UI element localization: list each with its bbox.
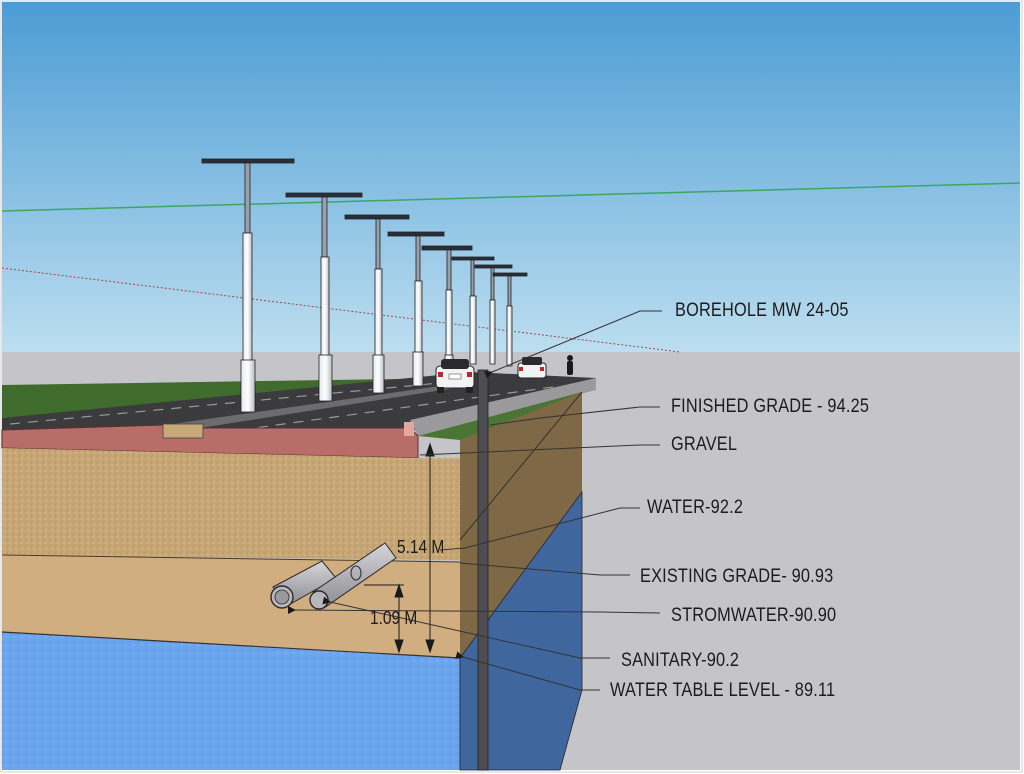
- median-curb: [165, 386, 455, 428]
- water-table-line: [1, 631, 461, 659]
- red-axis-dotted-line: [1, 267, 681, 353]
- street-light-2: [285, 192, 363, 402]
- label-existing-grade: EXISTING GRADE- 90.93: [640, 566, 834, 587]
- label-water-table: WATER TABLE LEVEL - 89.11: [610, 680, 836, 701]
- street-light-7: [474, 264, 513, 365]
- leader-stormwater: [287, 605, 661, 614]
- soil-upper: [2, 448, 460, 560]
- label-finished-grade: FINISHED GRADE - 94.25: [671, 396, 870, 417]
- street-light-1: [201, 158, 295, 413]
- leader-borehole: [484, 310, 662, 379]
- median-base: [162, 423, 204, 439]
- dimension-5-14: [425, 442, 435, 654]
- borehole-shaft: [477, 369, 489, 771]
- street-light-8: [492, 272, 528, 367]
- leader-sanitary: [322, 596, 610, 659]
- leader-existing-grade: [459, 562, 630, 576]
- water-side: [459, 490, 583, 771]
- leader-water-table: [455, 651, 600, 691]
- leader-water: [439, 507, 640, 551]
- grass-verge: [418, 392, 582, 440]
- sanitary-pipe: [309, 542, 397, 610]
- label-gravel: GRAVEL: [671, 434, 738, 455]
- road-edge-slab: [410, 378, 596, 436]
- green-axis-line: [1, 182, 1021, 212]
- street-light-4: [387, 231, 445, 387]
- dimension-label-5-14: 5.14 M: [397, 537, 445, 557]
- curb-pink: [404, 422, 414, 436]
- car-1: [435, 359, 475, 393]
- car-2: [517, 357, 547, 379]
- leader-lines: [287, 310, 662, 691]
- dimension-1-09: [364, 583, 404, 654]
- leader-gravel: [419, 444, 660, 456]
- water-table-front: [2, 632, 460, 770]
- label-water: WATER-92.2: [647, 497, 744, 518]
- pedestrian: [567, 355, 573, 375]
- depth-guide-upper: [459, 391, 583, 541]
- label-stormwater: STROMWATER-90.90: [671, 605, 837, 626]
- street-light-6: [451, 256, 495, 365]
- dimension-label-1-09: 1.09 M: [370, 608, 418, 628]
- leader-finished-grade: [489, 406, 660, 426]
- label-borehole: BOREHOLE MW 24-05: [675, 300, 849, 321]
- street-light-3: [344, 214, 410, 394]
- street-lights: [201, 158, 528, 413]
- soil-side: [460, 392, 582, 658]
- label-sanitary: SANITARY-90.2: [621, 650, 740, 671]
